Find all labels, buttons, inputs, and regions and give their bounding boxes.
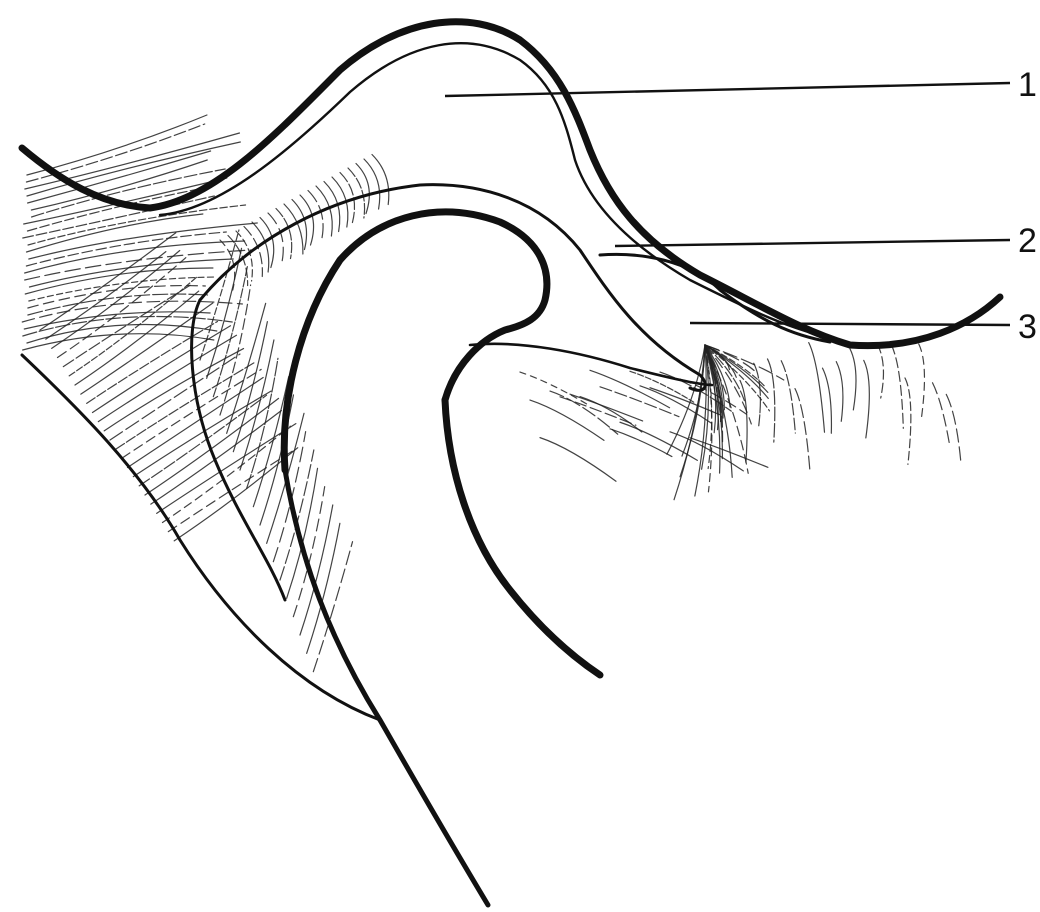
anterior-fiber [836, 362, 843, 422]
posterior-band-fiber [122, 369, 261, 458]
lower-pterygoid-fiber [610, 429, 672, 457]
anterior-fiber [905, 378, 911, 464]
roof-fiber [364, 159, 380, 209]
anterior-fiber [919, 344, 925, 419]
roof-fiber [348, 168, 365, 218]
posterior-fiber [28, 205, 246, 245]
roof-fiber [372, 155, 389, 205]
posterior-band-fiber [110, 354, 240, 440]
roof-fiber [252, 222, 269, 272]
callout-3: 3 [1018, 308, 1037, 346]
posterior-band-fiber [139, 395, 266, 486]
posterior-band-fiber [63, 285, 190, 366]
posterior-band-fiber [163, 426, 291, 522]
anterior-fiber [864, 360, 870, 437]
lower-pterygoid-fiber [620, 422, 697, 460]
callout-1: 1 [1018, 66, 1037, 104]
anterior-fiber [878, 344, 884, 398]
leader-line-2 [615, 240, 1010, 246]
condyle-head [284, 212, 547, 470]
anterior-fiber [850, 349, 856, 410]
anterior-fiber [754, 363, 761, 425]
outer-bone-contour [22, 22, 1000, 346]
lower-pterygoid-fiber [650, 388, 719, 415]
posterior-fiber [25, 133, 240, 189]
posterior-band-fiber [116, 362, 256, 449]
posterior-fiber [24, 178, 227, 224]
lower-pterygoid-fiber [540, 438, 616, 482]
ramus-anterior-line [445, 400, 600, 675]
lower-pterygoid-fiber [530, 400, 604, 440]
leader-line-1 [445, 83, 1010, 96]
roof-fiber [340, 173, 355, 223]
fibrous-tissue-hatching [22, 115, 960, 672]
pterygoid-lower-line [470, 344, 712, 385]
neck-fiber [227, 303, 266, 433]
posterior-band-fiber [168, 450, 294, 532]
posterior-fiber [25, 250, 252, 280]
roof-fiber [356, 164, 369, 214]
anterior-fiber [933, 383, 950, 447]
anterior-fiber [781, 361, 795, 433]
callout-2: 2 [1018, 222, 1037, 260]
anterior-fiber [795, 389, 810, 472]
anterior-fiber [946, 394, 960, 460]
posterior-band-fiber [69, 277, 196, 375]
neck-fiber [313, 542, 352, 672]
anterior-fiber [891, 345, 903, 429]
anterior-fiber [809, 343, 825, 433]
